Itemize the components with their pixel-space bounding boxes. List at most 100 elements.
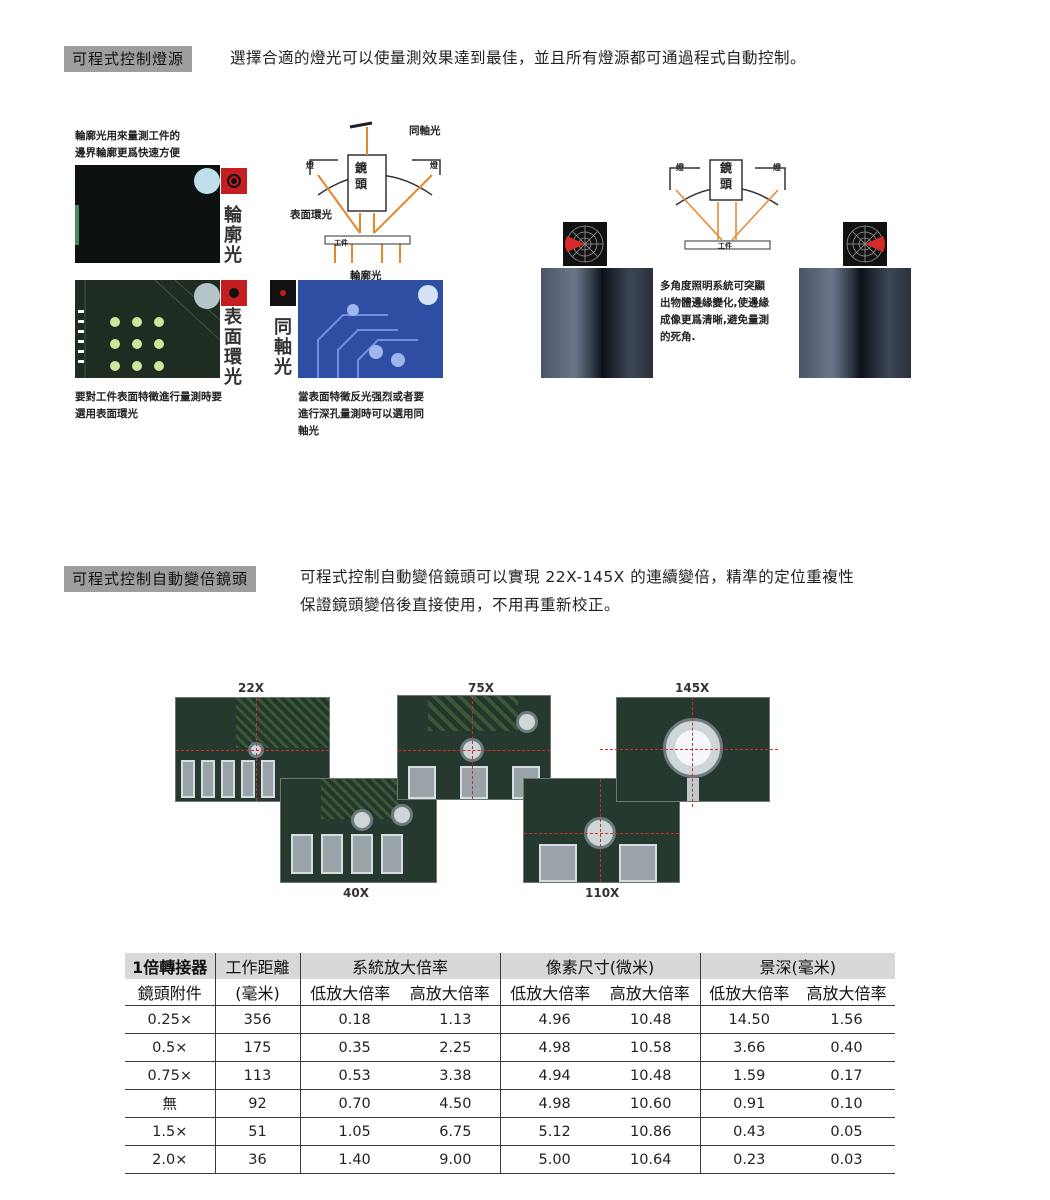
multi-lens-label: 鏡 頭 [720, 161, 733, 191]
cell-adapter: 2.0× [125, 1145, 216, 1174]
cell-px-low: 5.00 [500, 1145, 600, 1174]
cell-working-distance: 36 [215, 1145, 301, 1174]
header-dof-low: 低放大倍率 [700, 979, 798, 1006]
cell-sys-low: 1.40 [300, 1145, 400, 1174]
multi-angle-icon-left [563, 222, 607, 266]
header-px-high: 高放大倍率 [600, 979, 701, 1006]
section-lighting-text: 選擇合適的燈光可以使量測效果達到最佳，並且所有燈源都可通過程式自動控制。 [230, 49, 807, 67]
surface-light-icon [221, 280, 247, 306]
header-working-distance: 工作距離 [215, 953, 301, 979]
cell-dof-low: 0.23 [700, 1145, 798, 1174]
coaxial-diagram-label: 同軸光 [409, 125, 441, 137]
header-adapter: 1倍轉接器 [125, 953, 216, 979]
header-adapter-sub: 鏡頭附件 [125, 979, 216, 1006]
zoom-spec-table: 1倍轉接器 工作距離 系統放大倍率 像素尺寸(微米) 景深(毫米) 鏡頭附件 (… [125, 953, 895, 1174]
cell-dof-low: 0.91 [700, 1089, 798, 1118]
header-sys-high: 高放大倍率 [400, 979, 501, 1006]
cell-sys-high: 2.25 [400, 1033, 501, 1062]
cell-dof-high: 0.17 [798, 1061, 895, 1090]
cell-px-low: 4.94 [500, 1061, 600, 1090]
cell-working-distance: 356 [215, 1005, 301, 1034]
cell-px-high: 10.48 [600, 1005, 701, 1034]
cell-adapter: 無 [125, 1089, 216, 1118]
header-px-low: 低放大倍率 [500, 979, 600, 1006]
header-pixel-size: 像素尺寸(微米) [500, 953, 701, 979]
edge-photo-left [541, 268, 653, 378]
section-lighting-tag: 可程式控制燈源 [64, 46, 193, 72]
coaxial-pcb-pattern [298, 280, 443, 378]
coaxial-light-icon [270, 280, 296, 306]
cell-dof-high: 0.40 [798, 1033, 895, 1062]
cell-sys-low: 0.70 [300, 1089, 400, 1118]
cell-px-high: 10.86 [600, 1117, 701, 1146]
cell-sys-high: 4.50 [400, 1089, 501, 1118]
micrograph-75x [397, 695, 551, 800]
cell-px-low: 4.98 [500, 1033, 600, 1062]
cell-sys-high: 3.38 [400, 1061, 501, 1090]
workpiece-label: 工件 [334, 239, 348, 247]
table-header-row-1: 1倍轉接器 工作距離 系統放大倍率 像素尺寸(微米) 景深(毫米) [125, 953, 895, 979]
multi-workpiece-label: 工件 [718, 242, 732, 250]
coaxial-note: 當表面特徵反光强烈或者要 進行深孔量測時可以選用同 軸光 [298, 391, 424, 437]
contour-light-label: 輪 廓 光 [224, 205, 242, 266]
crosshair-145x-h [600, 749, 778, 750]
contour-light-icon [221, 168, 247, 194]
header-dof-high: 高放大倍率 [798, 979, 895, 1006]
cell-adapter: 1.5× [125, 1117, 216, 1146]
cell-adapter: 0.25× [125, 1005, 216, 1034]
cell-sys-low: 0.18 [300, 1005, 400, 1034]
contour-diagram-label: 輪廓光 [350, 270, 382, 282]
section-zoom-tag: 可程式控制自動變倍鏡頭 [64, 566, 257, 592]
header-dof: 景深(毫米) [700, 953, 895, 979]
cell-sys-high: 9.00 [400, 1145, 501, 1174]
cell-dof-high: 0.03 [798, 1145, 895, 1174]
section-zoom-text-line2: 保證鏡頭變倍後直接使用，不用再重新校正。 [300, 596, 621, 614]
cell-sys-high: 1.13 [400, 1005, 501, 1034]
multi-angle-icon-right [843, 222, 887, 266]
multi-lamp-left-label: 燈 [676, 163, 684, 172]
cell-sys-low: 0.53 [300, 1061, 400, 1090]
cell-sys-low: 0.35 [300, 1033, 400, 1062]
surface-ring-diagram-label: 表面環光 [290, 209, 332, 221]
edge-photo-right [799, 268, 911, 378]
crosshair-145x-v [692, 697, 693, 807]
cell-dof-low: 1.59 [700, 1061, 798, 1090]
header-sys-low: 低放大倍率 [300, 979, 400, 1006]
header-wd-unit: (毫米) [215, 979, 301, 1006]
cell-px-high: 10.60 [600, 1089, 701, 1118]
mag-label-110x: 110X [585, 886, 620, 900]
cell-px-high: 10.64 [600, 1145, 701, 1174]
surface-ring-label: 表 面 環 光 [224, 307, 242, 388]
cell-sys-high: 6.75 [400, 1117, 501, 1146]
surface-note: 要對工件表面特徵進行量測時要 選用表面環光 [75, 391, 222, 420]
lighting-diagram [309, 121, 441, 263]
table-header-row-2: 鏡頭附件 (毫米) 低放大倍率 高放大倍率 低放大倍率 高放大倍率 低放大倍率 … [125, 979, 895, 1006]
cell-adapter: 0.75× [125, 1061, 216, 1090]
mag-label-40x: 40X [343, 886, 369, 900]
cell-sys-low: 1.05 [300, 1117, 400, 1146]
mag-label-75x: 75X [468, 681, 494, 695]
surface-gray-circle [194, 283, 220, 309]
cell-working-distance: 175 [215, 1033, 301, 1062]
lamp-left-label: 燈 [306, 161, 314, 170]
mag-label-145x: 145X [675, 681, 710, 695]
multi-angle-diagram [669, 159, 786, 250]
cell-working-distance: 92 [215, 1089, 301, 1118]
coaxial-light-label: 同 軸 光 [274, 317, 292, 378]
cell-dof-low: 14.50 [700, 1005, 798, 1034]
cell-working-distance: 113 [215, 1061, 301, 1090]
cell-dof-high: 0.10 [798, 1089, 895, 1118]
cell-px-low: 5.12 [500, 1117, 600, 1146]
cell-dof-low: 3.66 [700, 1033, 798, 1062]
cell-adapter: 0.5× [125, 1033, 216, 1062]
cell-px-low: 4.96 [500, 1005, 600, 1034]
header-system-mag: 系統放大倍率 [300, 953, 501, 979]
section-zoom-text-line1: 可程式控制自動變倍鏡頭可以實現 22X-145X 的連續變倍，精準的定位重複性 [300, 568, 855, 586]
contour-note: 輪廓光用來量測工件的 邊界輪廓更爲快速方便 [75, 130, 180, 159]
